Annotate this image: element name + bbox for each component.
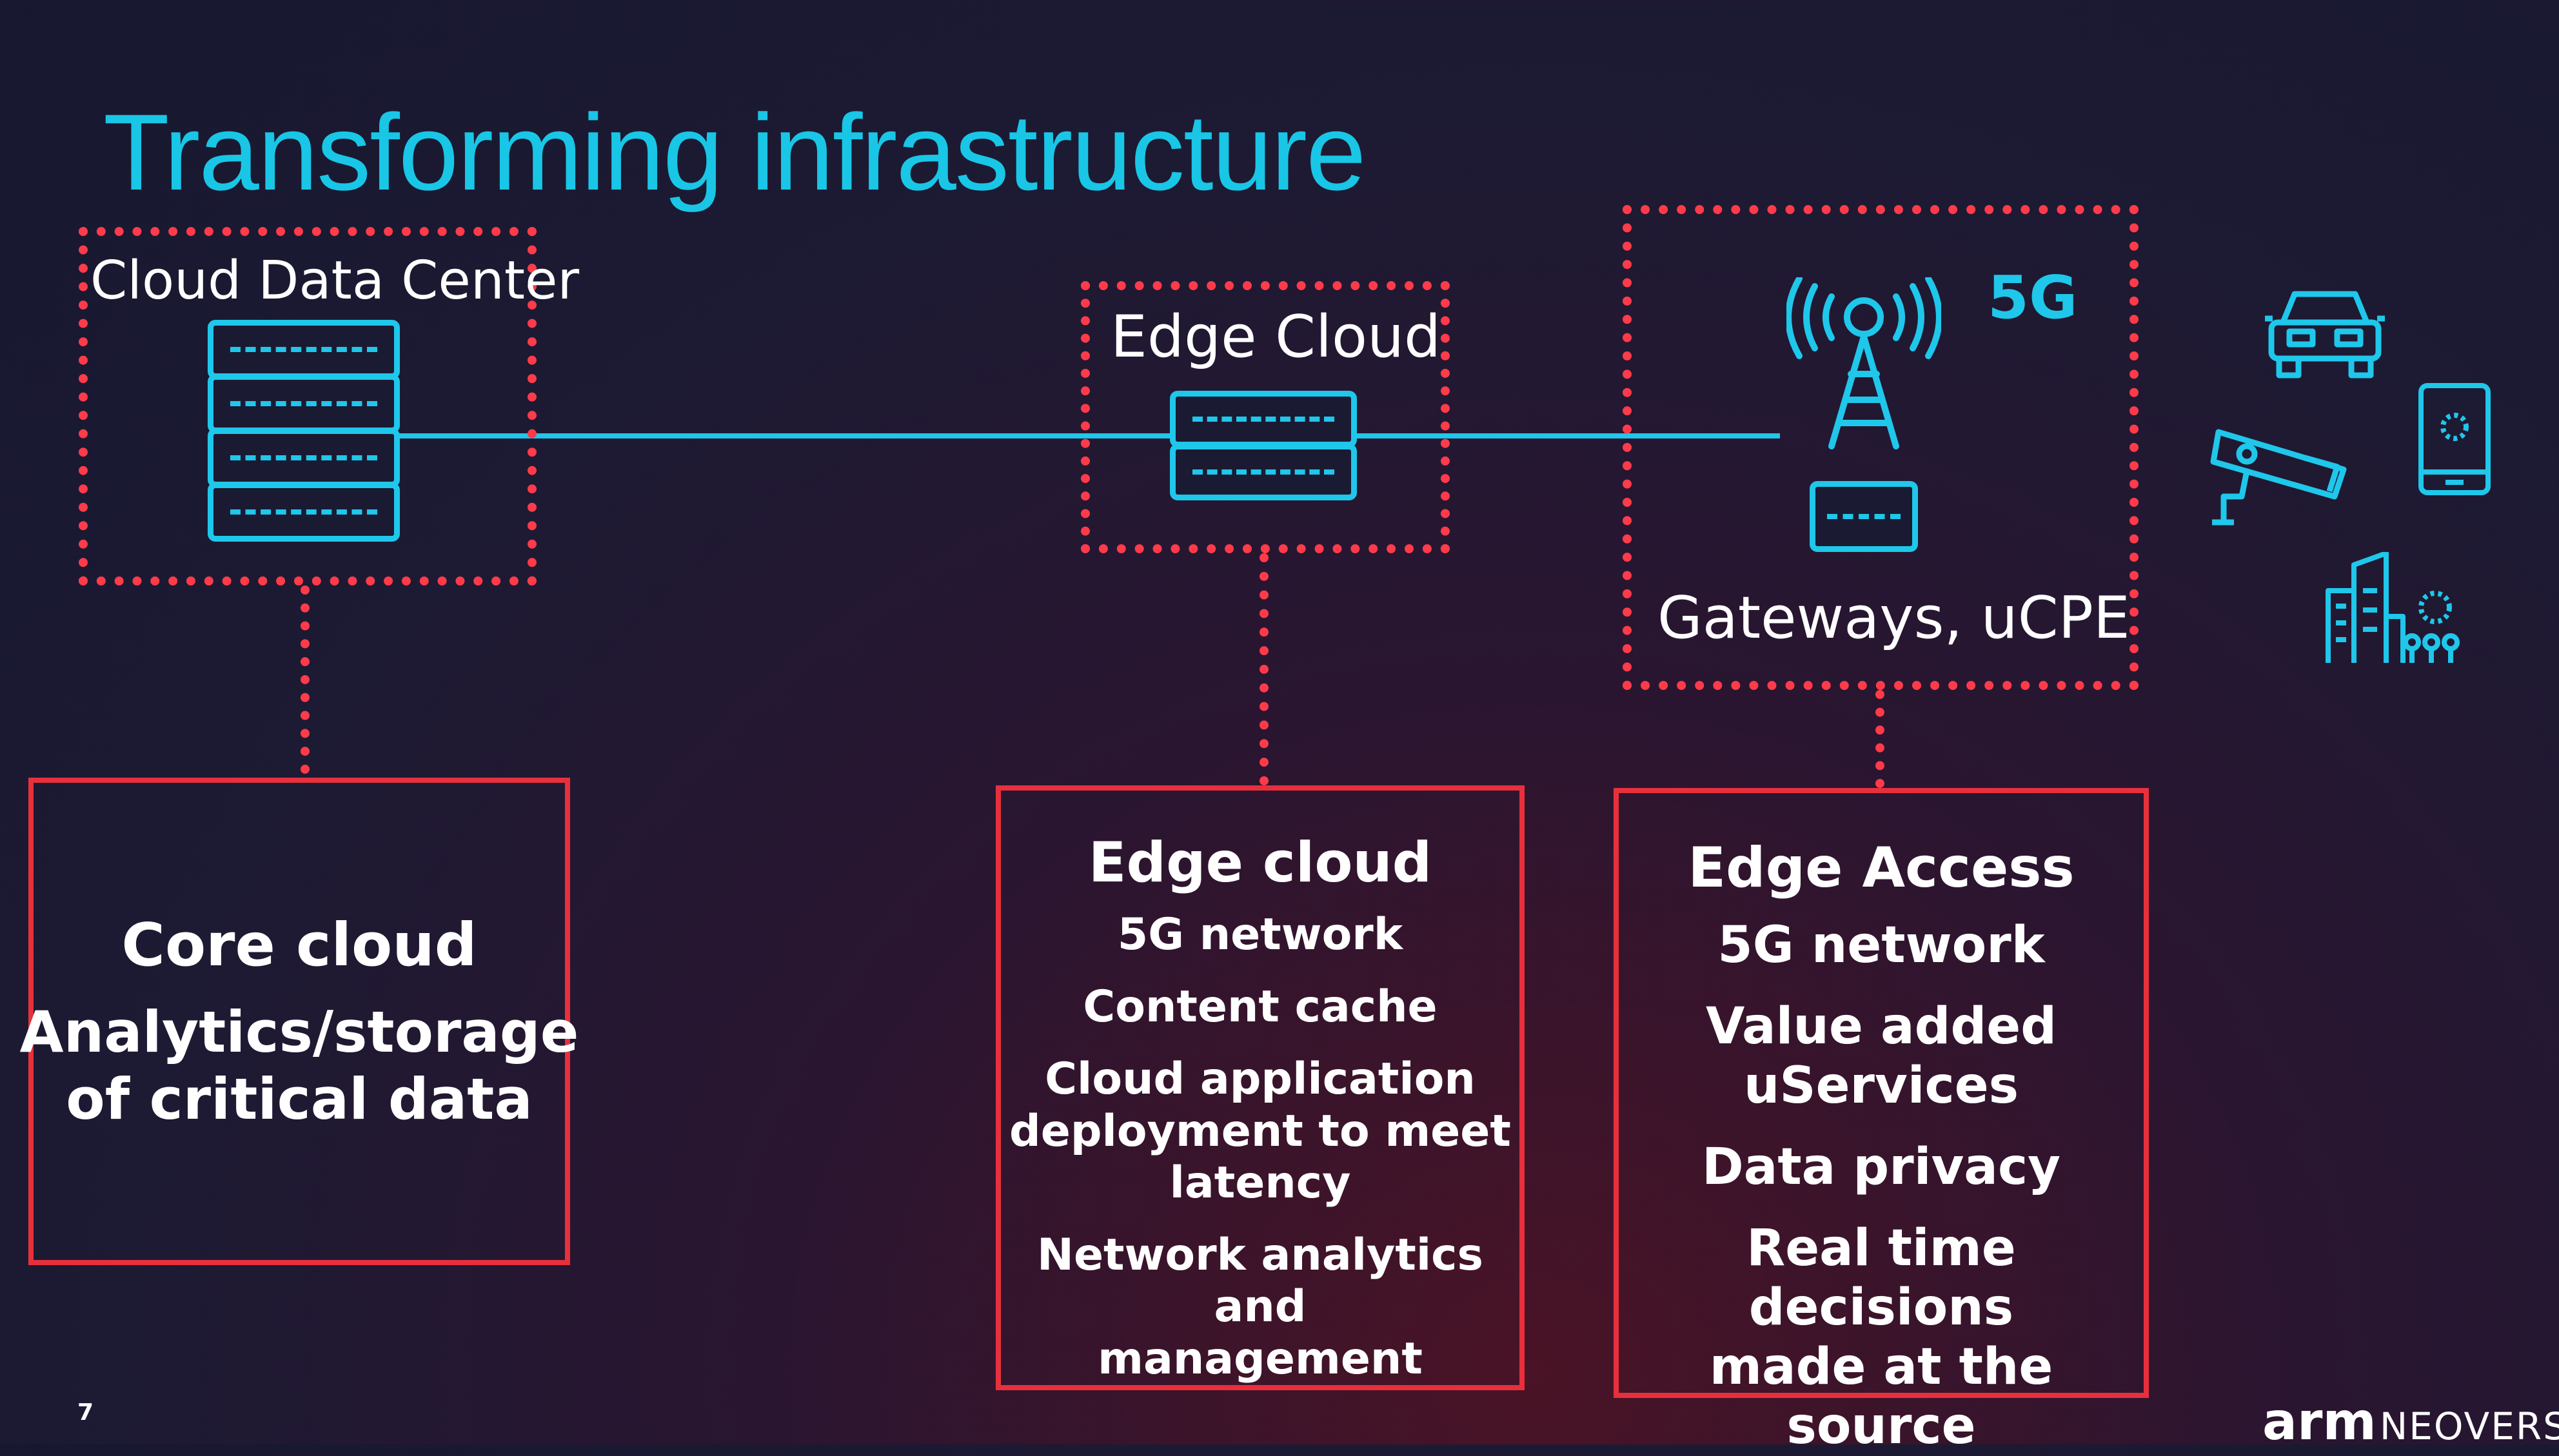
edge-access-box: Edge Access 5G network Value added uServ… (1614, 788, 2149, 1455)
edge-cloud-item: 5G network (1117, 909, 1403, 960)
gateway-device-icon (1810, 481, 1918, 552)
edge-access-item: made at the source (1709, 1338, 2053, 1456)
edge-cloud-item: Cloud application (1045, 1054, 1476, 1105)
edge-cloud-item: Network analytics and (1037, 1230, 1483, 1333)
five-g-badge: 5G (1988, 263, 2078, 332)
smartphone-icon (2418, 383, 2491, 495)
edge-cloud-item: Content cache (1083, 981, 1438, 1033)
edge-cloud-item: management (1098, 1333, 1423, 1384)
edge-access-item: uServices (1743, 1057, 2019, 1116)
brand-neoverse: NEOVERSE (2379, 1404, 2559, 1448)
core-cloud-item: Analytics/storage (19, 998, 579, 1065)
edge-cloud-heading: Edge cloud (1088, 831, 1432, 895)
edge-cloud-label: Edge Cloud (1111, 303, 1441, 371)
edge-access-heading: Edge Access (1688, 836, 2075, 900)
edge-access-item: 5G network (1717, 916, 2045, 974)
cloud-data-center-label: Cloud Data Center (90, 250, 580, 311)
security-camera-icon (2210, 429, 2347, 526)
connector-access (1875, 690, 1884, 788)
core-cloud-heading: Core cloud (121, 910, 477, 979)
core-cloud-item: of critical data (66, 1065, 533, 1132)
connector-core (301, 585, 310, 774)
edge-cloud-details-box: Edge cloud 5G network Content cache Clou… (996, 785, 1525, 1390)
page-number: 7 (77, 1399, 94, 1426)
edge-access-item: Value added (1705, 998, 2057, 1056)
brand-arm: arm (2262, 1392, 2376, 1451)
cell-tower-icon (1786, 277, 1941, 449)
arm-neoverse-logo: arm NEOVERSE (2262, 1392, 2559, 1451)
connector-edge (1260, 553, 1269, 785)
page-title: Transforming infrastructure (103, 92, 1366, 213)
car-icon (2265, 291, 2385, 379)
edge-cloud-box (1081, 281, 1450, 553)
edge-cloud-item: latency (1169, 1157, 1351, 1208)
gateways-box (1623, 205, 2139, 690)
core-cloud-box: Core cloud Analytics/storage of critical… (20, 778, 578, 1265)
edge-access-item: Data privacy (1701, 1138, 2061, 1197)
smart-city-icon (2326, 552, 2460, 663)
cloud-data-center-box (79, 227, 537, 585)
gateways-label: Gateways, uCPE (1657, 584, 2130, 652)
edge-access-item: Real time decisions (1746, 1219, 2016, 1337)
edge-cloud-item: deployment to meet (1009, 1105, 1511, 1157)
